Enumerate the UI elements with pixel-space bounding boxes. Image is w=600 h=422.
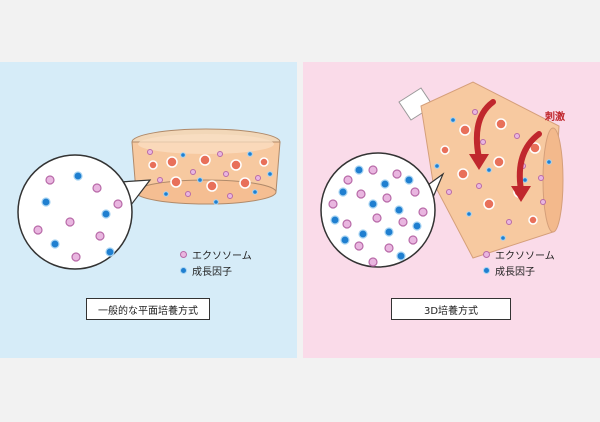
- magnified-view: [320, 152, 436, 268]
- exosome-icon: [180, 250, 187, 258]
- 3d-culture-illustration: [320, 81, 564, 268]
- stimulus-label: 刺激: [545, 112, 565, 123]
- exosome-icon: [483, 250, 490, 258]
- legend-growth-factor-label: 成長因子: [192, 266, 232, 278]
- flat-culture-illustration: [17, 128, 281, 270]
- bottle-exosomes: [446, 109, 546, 225]
- magnified-view: [17, 154, 133, 270]
- legend-growth-factor-label: 成長因子: [495, 266, 535, 278]
- growth-factor-icon: [180, 266, 187, 274]
- 3d-culture-caption: 3D培養方式: [391, 298, 511, 320]
- legend-exosome-label: エクソソーム: [192, 250, 252, 262]
- legend: エクソソーム 成長因子: [483, 246, 555, 278]
- dish-cells: [148, 154, 269, 192]
- legend: エクソソーム 成長因子: [180, 246, 252, 278]
- 3d-culture-panel: 刺激 エクソソーム 成長因子 3D培養方式: [303, 62, 600, 358]
- growth-factor-icon: [483, 266, 490, 274]
- dish-exosomes: [147, 149, 261, 199]
- flat-culture-caption: 一般的な平面培養方式: [86, 298, 210, 320]
- dish-growth-factors: [163, 151, 273, 205]
- bottle-growth-factors: [434, 117, 552, 241]
- stimulus-arrowheads: [469, 154, 531, 202]
- legend-exosome-label: エクソソーム: [495, 250, 555, 262]
- flat-culture-panel: エクソソーム 成長因子 一般的な平面培養方式: [0, 62, 297, 358]
- stimulus-arrows: [473, 99, 542, 193]
